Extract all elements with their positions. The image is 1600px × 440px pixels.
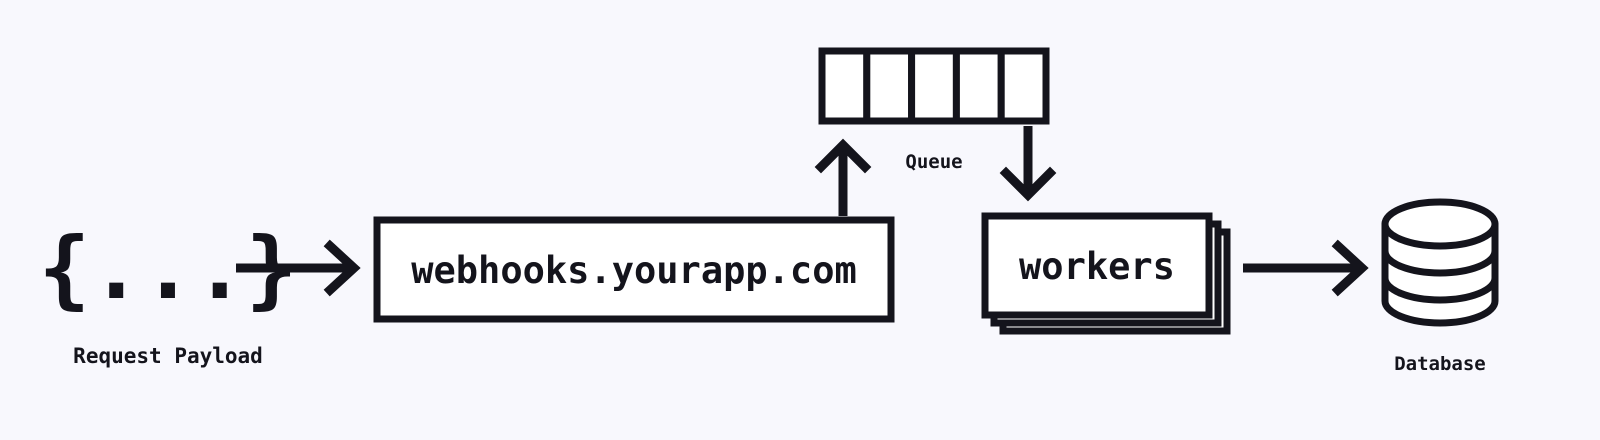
queue-cell-5 — [997, 47, 1050, 125]
endpoint-label: webhooks.yourapp.com — [411, 249, 857, 292]
database-label: Database — [1394, 353, 1486, 375]
database-band-1 — [1381, 247, 1499, 277]
arrow-head — [814, 138, 872, 174]
node-request-payload: {...} Request Payload — [39, 219, 298, 368]
arrow-head — [323, 239, 361, 297]
queue-cell-1 — [818, 47, 871, 125]
request-payload-label: Request Payload — [73, 344, 263, 368]
node-database: Database — [1381, 198, 1499, 375]
arrow-payload-to-endpoint — [236, 239, 361, 297]
queue-label: Queue — [905, 151, 962, 173]
endpoint-box — [373, 216, 895, 323]
arrow-endpoint-to-queue — [814, 138, 872, 216]
workers-label: workers — [1019, 245, 1175, 288]
node-workers: workers — [981, 212, 1231, 335]
node-queue: Queue — [818, 47, 1050, 173]
arrow-head — [999, 166, 1057, 202]
arrow-queue-to-workers — [999, 126, 1057, 202]
queue-cell-4 — [952, 47, 1005, 125]
database-cylinder-top — [1381, 198, 1499, 250]
arrow-workers-to-database — [1243, 239, 1369, 297]
arrow-head — [1331, 239, 1369, 297]
workers-box-front — [981, 212, 1213, 319]
queue-cell-3 — [908, 47, 960, 125]
queue-cell-2 — [863, 47, 916, 125]
database-band-2 — [1381, 274, 1499, 304]
node-endpoint: webhooks.yourapp.com — [373, 216, 895, 323]
